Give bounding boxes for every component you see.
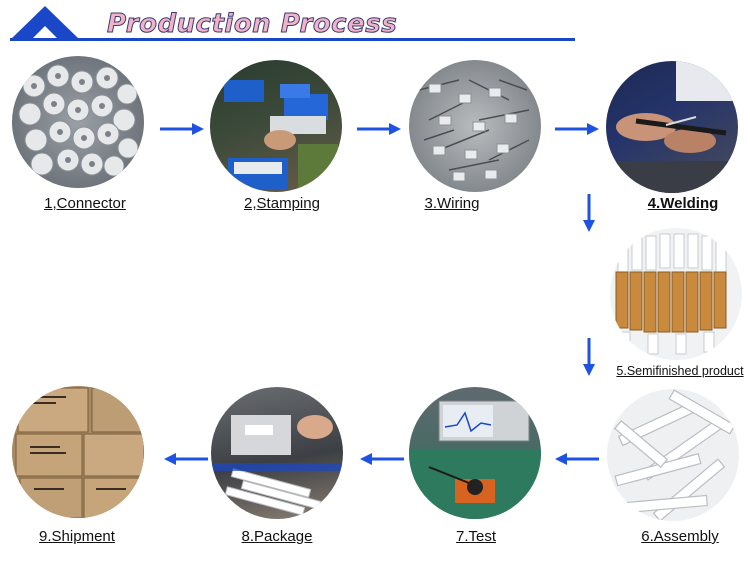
- step-1-label: 1,Connector: [44, 195, 126, 212]
- assembly-photo: [607, 389, 739, 521]
- semifinished-product-photo: [610, 228, 742, 360]
- package-photo: [211, 387, 343, 519]
- arrow-left-icon: [360, 453, 404, 465]
- step-6-label: 6.Assembly: [641, 528, 719, 545]
- stamping-photo: [210, 60, 342, 192]
- step-9-label: 9.Shipment: [39, 528, 115, 545]
- step-8-label: 8.Package: [241, 528, 313, 545]
- step-2-label: 2,Stamping: [244, 195, 320, 212]
- step-7-label: 7.Test: [455, 528, 497, 545]
- test-photo: [409, 387, 541, 519]
- connector-photo: [12, 56, 144, 188]
- arrow-left-icon: [555, 453, 599, 465]
- step-5-label: 5.Semifinished product: [616, 364, 744, 378]
- step-4-label: 4.Welding: [647, 195, 719, 212]
- header-underline: [10, 38, 575, 41]
- arrow-down-icon: [583, 194, 595, 232]
- arrow-left-icon: [164, 453, 208, 465]
- wiring-photo: [409, 60, 541, 192]
- arrow-right-icon: [357, 123, 401, 135]
- arrow-down-icon: [583, 338, 595, 376]
- step-3-label: 3.Wiring: [424, 195, 480, 212]
- shipment-photo: [12, 386, 144, 518]
- header-triangle-notch: [33, 26, 57, 38]
- arrow-right-icon: [160, 123, 204, 135]
- page-title: Production Process: [106, 9, 398, 40]
- welding-photo: [606, 61, 738, 193]
- arrow-right-icon: [555, 123, 599, 135]
